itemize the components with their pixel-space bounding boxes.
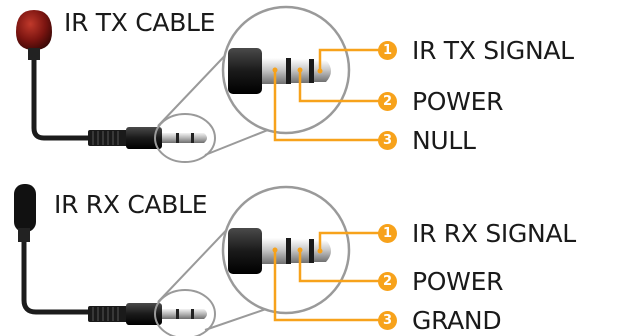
tx-leader-1: [318, 48, 380, 71]
rx-callout-line-top: [157, 219, 237, 303]
tx-cable-wire: [31, 58, 92, 141]
rx-pin-3-badge: 3: [378, 311, 397, 330]
rx-leader-2: [298, 250, 380, 283]
rx-pin-2-label: POWER: [412, 267, 504, 296]
rx-cable-illustration: [14, 184, 380, 336]
rx-pin-1-label: IR RX SIGNAL: [412, 219, 576, 248]
rx-receiver-head: [14, 184, 36, 232]
rx-big-plug: [228, 228, 331, 274]
rx-small-plug: [162, 309, 207, 319]
tx-pin-3-label: NULL: [412, 126, 476, 155]
tx-small-plug: [162, 133, 207, 143]
tx-pin-3-badge: 3: [378, 131, 397, 150]
tx-pin-2-badge: 2: [378, 92, 397, 111]
tx-cable-title: IR TX CABLE: [64, 8, 216, 37]
tx-leader-2: [298, 70, 380, 103]
tx-pin-2-label: POWER: [412, 87, 504, 116]
rx-cable-wire: [21, 240, 90, 315]
rx-callout-small-circle: [154, 289, 216, 336]
rx-cable-title: IR RX CABLE: [54, 190, 208, 219]
tx-leader-3: [273, 70, 380, 142]
tx-pin-1-label: IR TX SIGNAL: [412, 36, 574, 65]
tx-cable-illustration: [16, 5, 380, 163]
tx-emitter-neck: [28, 48, 40, 60]
rx-strain-relief: [88, 303, 162, 325]
rx-pin-1-badge: 1: [378, 224, 397, 243]
rx-leader-1: [318, 231, 380, 251]
tx-callout-small-circle: [154, 113, 216, 163]
rx-leader-3: [273, 250, 380, 322]
tx-strain-relief: [88, 127, 162, 149]
rx-pin-3-label: GRAND: [412, 306, 502, 335]
rx-pin-2-badge: 2: [378, 272, 397, 291]
tx-emitter-head: [16, 10, 52, 50]
tx-pin-1-badge: 1: [378, 41, 397, 60]
